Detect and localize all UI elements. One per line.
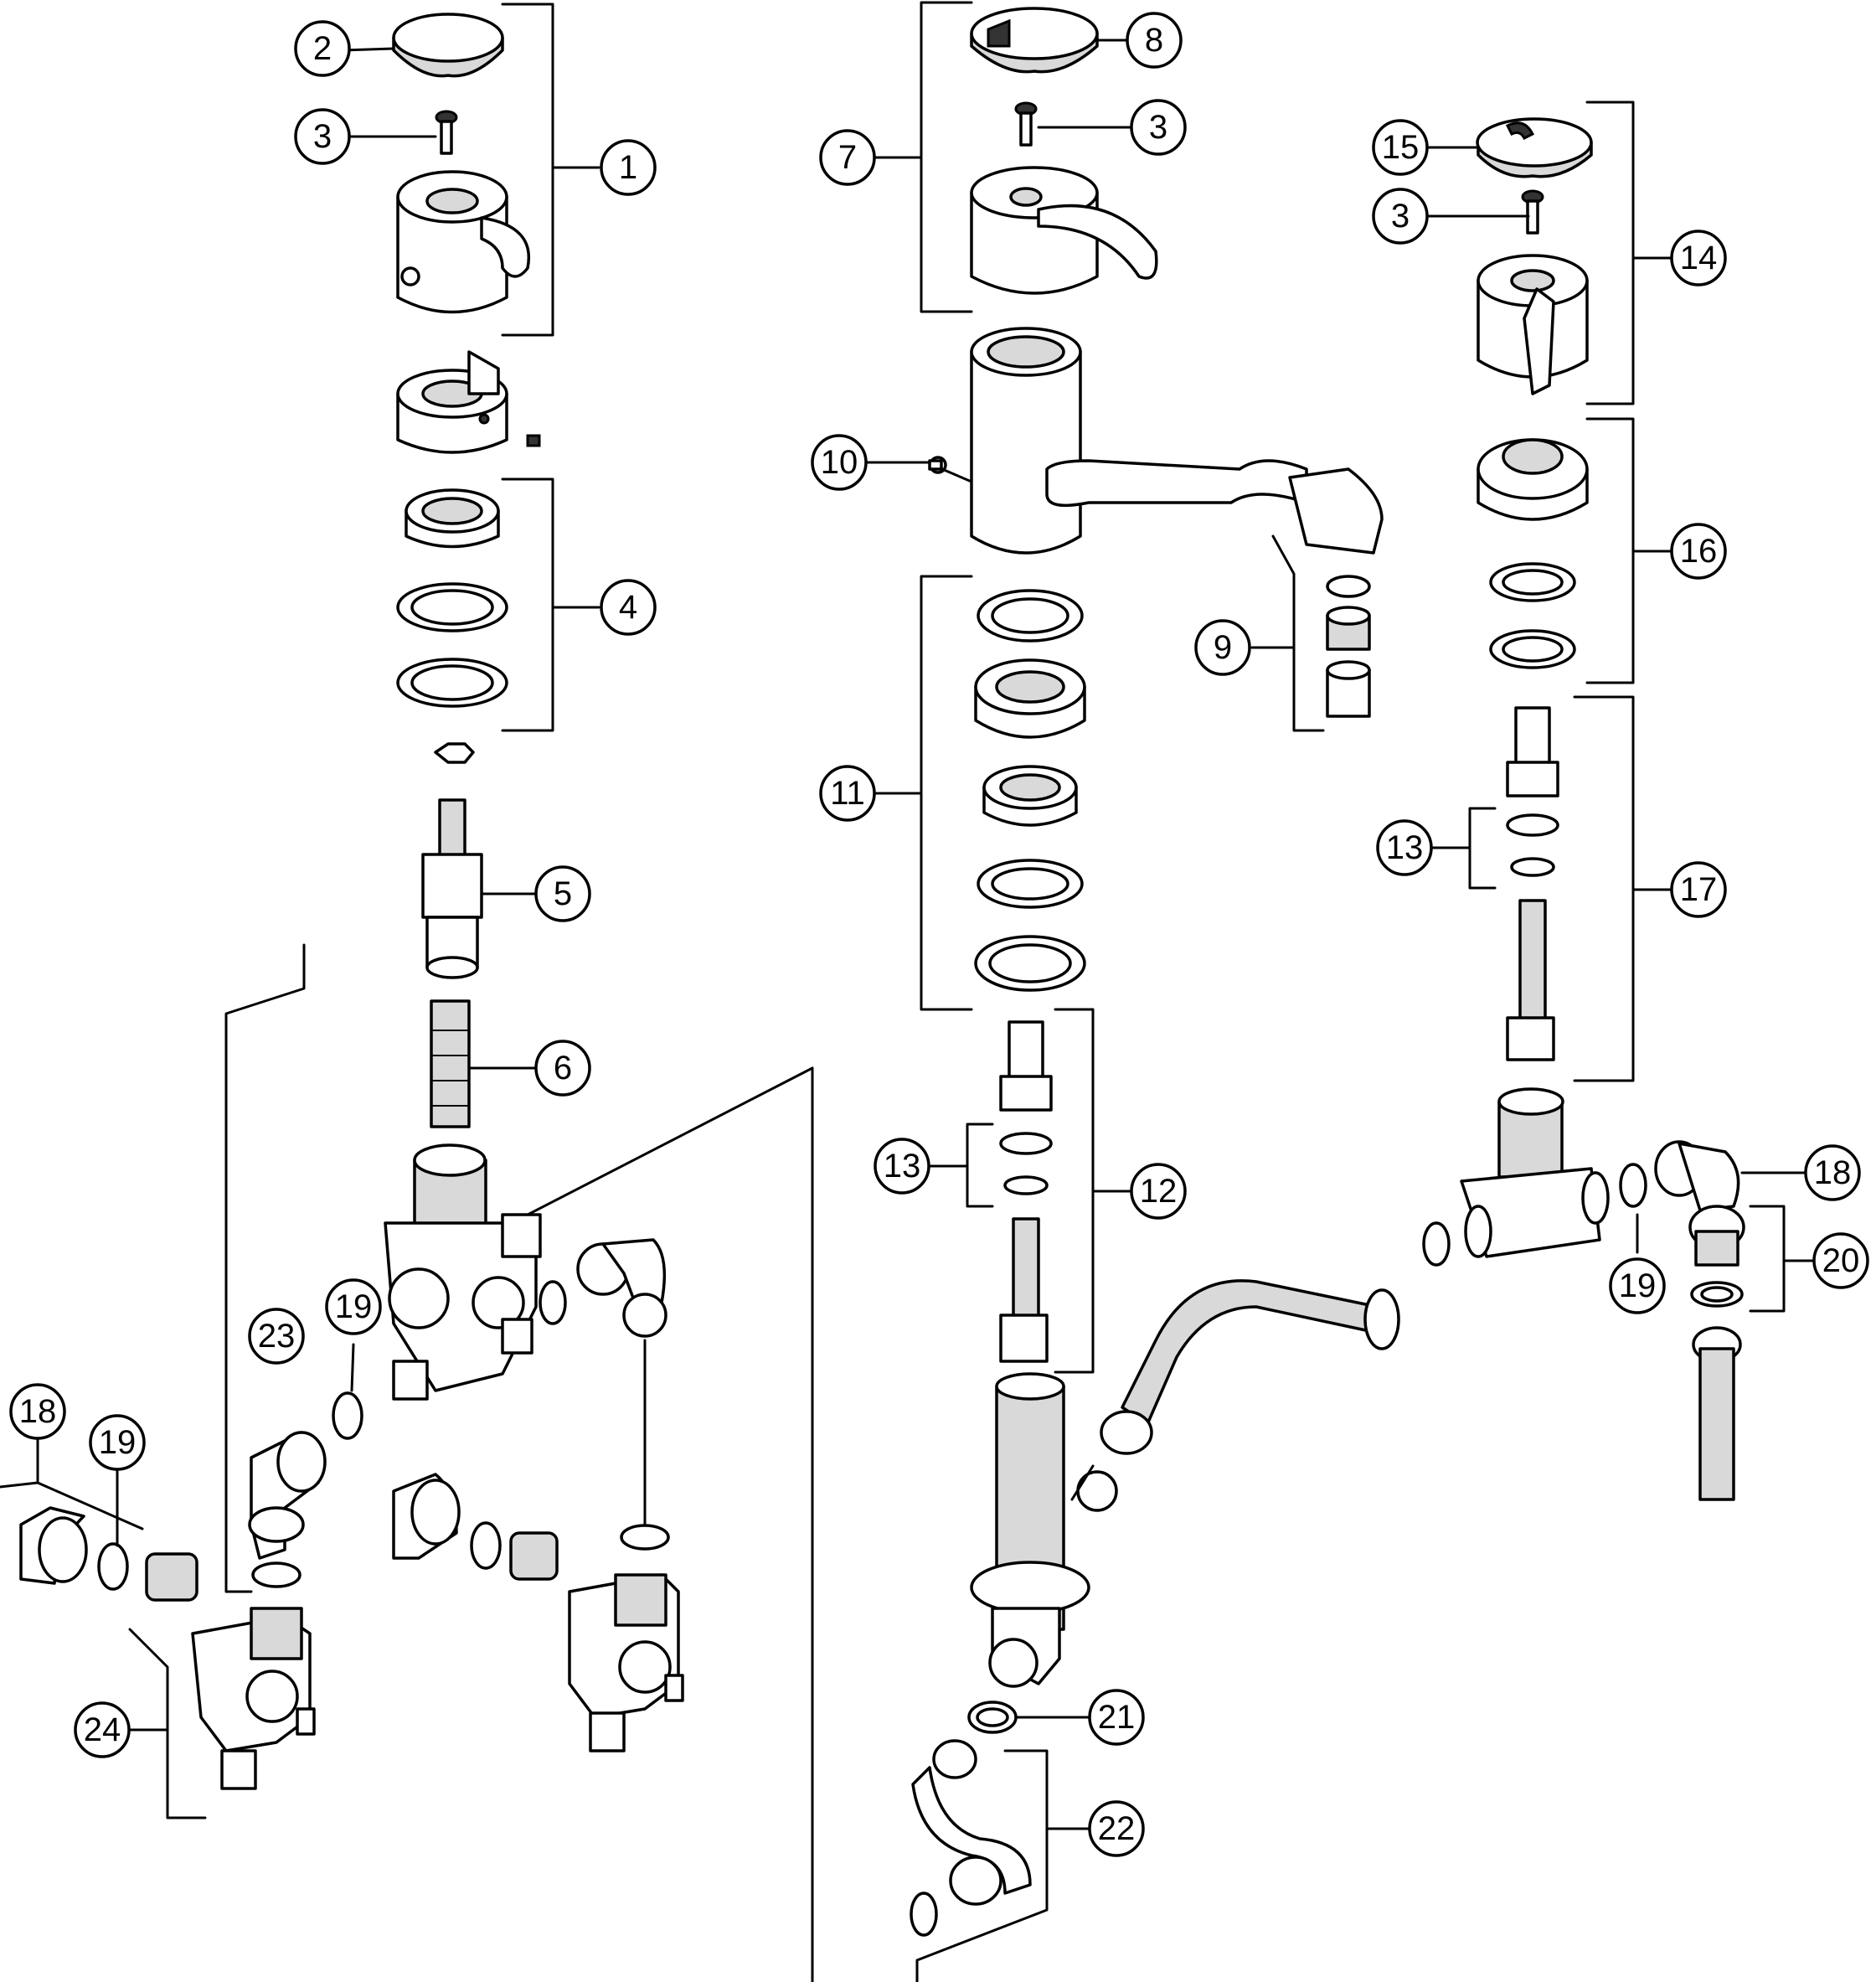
part-14-handle	[1477, 254, 1589, 395]
callout-3-right-label: 3	[1391, 198, 1410, 235]
part-7-handle	[970, 166, 1158, 295]
callout-16-label: 16	[1680, 533, 1718, 570]
callout-12-label: 12	[1140, 1173, 1178, 1210]
body-elbow-fitting	[539, 1238, 667, 1338]
part-3-screw-left	[435, 110, 458, 155]
callout-12: 12	[1130, 1163, 1187, 1220]
callout-19-lower-label: 19	[99, 1424, 137, 1461]
callout-20: 20	[1812, 1232, 1869, 1289]
callout-6: 6	[534, 1040, 591, 1097]
part-4-nut-washers	[396, 488, 508, 708]
callout-22-label: 22	[1098, 1810, 1136, 1847]
callout-21: 21	[1088, 1689, 1145, 1746]
callout-11: 11	[819, 765, 876, 822]
diverter-body	[1422, 1087, 1610, 1267]
callout-18-right-label: 18	[1814, 1154, 1852, 1191]
callout-1-label: 1	[619, 149, 637, 186]
callout-5-label: 5	[554, 875, 572, 912]
callout-16: 16	[1670, 523, 1727, 580]
callout-5: 5	[534, 865, 591, 922]
handle-sleeve	[396, 350, 541, 454]
callout-15: 15	[1372, 119, 1429, 176]
callout-13-right: 13	[1376, 819, 1433, 876]
hex-nut	[434, 742, 475, 764]
part-23-elbow	[248, 1391, 363, 1588]
spout-body	[970, 327, 1384, 555]
callout-24-label: 24	[84, 1711, 121, 1748]
callout-3-right: 3	[1372, 188, 1429, 245]
callout-9-label: 9	[1214, 629, 1232, 666]
spout-base-body	[970, 1372, 1118, 1688]
left-wall-valve-assembly	[19, 1506, 316, 1790]
part-20-union-set	[1688, 1205, 1745, 1308]
callout-4: 4	[600, 579, 657, 636]
callout-2-label: 2	[313, 30, 332, 67]
callout-23-label: 23	[258, 1318, 296, 1355]
callout-19-upper-label: 19	[335, 1288, 373, 1325]
callout-6-label: 6	[554, 1050, 572, 1086]
part-22-s-pipe	[910, 1739, 1032, 1937]
callout-13-middle-label: 13	[884, 1148, 921, 1185]
right-wall-valve-assembly	[392, 1473, 684, 1752]
part-12-spindle	[999, 1020, 1053, 1363]
part-5-spindle-cartridge	[421, 798, 483, 979]
callout-15-label: 15	[1382, 129, 1420, 166]
part-6-valve-core	[430, 999, 471, 1128]
part-11-washer-set	[974, 589, 1086, 992]
callout-1: 1	[600, 139, 657, 196]
part-9-aerator-set	[1326, 575, 1371, 718]
part-8-cap	[970, 7, 1099, 74]
valve-body	[384, 1143, 542, 1401]
callout-13-right-label: 13	[1386, 829, 1424, 866]
callout-3-left: 3	[294, 108, 351, 165]
flex-hose	[1100, 1279, 1400, 1455]
callout-23: 23	[248, 1308, 305, 1365]
callout-3-middle-label: 3	[1149, 109, 1167, 146]
part-17-spindle	[1506, 706, 1559, 1061]
callout-20-label: 20	[1822, 1242, 1860, 1279]
callout-19-right-label: 19	[1619, 1267, 1657, 1304]
callout-18-right: 18	[1804, 1144, 1861, 1201]
part-3-screw-right	[1521, 189, 1544, 235]
callout-9: 9	[1194, 619, 1251, 676]
callout-19-right: 19	[1609, 1257, 1666, 1314]
callout-22: 22	[1088, 1800, 1145, 1857]
callout-18-left: 18	[9, 1383, 66, 1440]
shower-hose-fitting	[1692, 1326, 1742, 1501]
callout-14-label: 14	[1680, 240, 1718, 276]
callout-10: 10	[811, 434, 868, 491]
part-3-screw-middle	[1014, 101, 1038, 147]
callout-10-label: 10	[821, 444, 858, 481]
callout-24: 24	[74, 1701, 131, 1758]
part-16-nut-washers	[1477, 438, 1589, 669]
part-2-cap	[392, 13, 504, 78]
callout-4-label: 4	[619, 589, 637, 626]
callout-19-lower: 19	[89, 1414, 146, 1471]
part-15-cap	[1476, 117, 1593, 178]
callout-17-label: 17	[1680, 871, 1718, 908]
callout-17: 17	[1670, 861, 1727, 918]
callout-7-label: 7	[838, 139, 857, 176]
part-18-elbow-right	[1619, 1140, 1740, 1212]
callout-2: 2	[294, 20, 351, 77]
callout-8: 8	[1126, 12, 1183, 69]
callout-18-left-label: 18	[19, 1393, 57, 1430]
callout-3-left-label: 3	[313, 118, 332, 155]
callout-19-upper: 19	[325, 1278, 382, 1335]
callout-14: 14	[1670, 230, 1727, 286]
callout-13-middle: 13	[874, 1138, 930, 1195]
callout-11-label: 11	[830, 775, 865, 812]
callout-3-middle: 3	[1130, 99, 1187, 156]
callout-7: 7	[819, 129, 876, 186]
callout-8-label: 8	[1145, 22, 1163, 59]
part-1-handle	[396, 170, 530, 314]
callout-21-label: 21	[1098, 1699, 1136, 1736]
part-21-washer	[967, 1701, 1018, 1734]
